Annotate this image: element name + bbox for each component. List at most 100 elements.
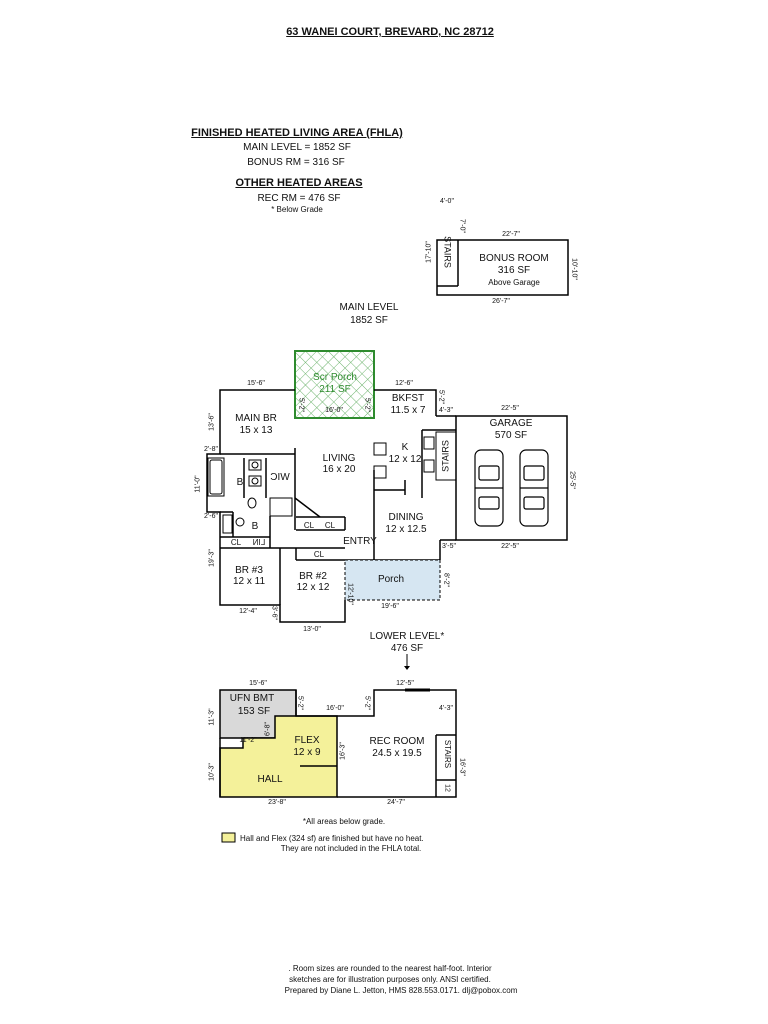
lower-level-title: LOWER LEVEL* bbox=[369, 631, 445, 642]
dim-22-5-top: 22'-5" bbox=[501, 405, 519, 412]
dim-16-0: 16'-0" bbox=[325, 407, 343, 414]
lower-dim-4-3: 4'-3" bbox=[439, 705, 453, 712]
fhla-bonus-rm: BONUS RM = 316 SF bbox=[247, 157, 345, 168]
bonus-room-area: 316 SF bbox=[497, 265, 531, 276]
lower-level-outline bbox=[219, 688, 457, 798]
lower-dim-15-6: 15'-6" bbox=[249, 680, 267, 687]
garage-stairs-label: STAIRS bbox=[440, 440, 451, 472]
footer-line-2: sketches are for illustration purposes o… bbox=[289, 975, 491, 984]
br3-name: BR #3 bbox=[235, 565, 263, 576]
ufn-area: 153 SF bbox=[237, 706, 271, 717]
wic-label: WIC bbox=[270, 472, 290, 483]
lower-dim-6-8: 6'-8" bbox=[264, 722, 272, 736]
entry-label: ENTRY bbox=[343, 536, 377, 547]
main-br-size: 15 x 13 bbox=[239, 425, 273, 436]
lower-level-area: 476 SF bbox=[390, 643, 424, 654]
garage-name: GARAGE bbox=[489, 418, 533, 429]
footer-line-1: . Room sizes are rounded to the nearest … bbox=[288, 964, 492, 973]
below-grade-note: * Below Grade bbox=[271, 205, 323, 214]
address-title: 63 WANEI COURT, BREVARD, NC 28712 bbox=[286, 26, 494, 38]
front-porch-shape bbox=[344, 559, 441, 601]
lower-dim-5-2b: 5'-2" bbox=[363, 696, 371, 710]
rec-room-size: 24.5 x 19.5 bbox=[372, 748, 422, 759]
dim-13-6: 13'-6" bbox=[208, 413, 216, 431]
flex-name: FLEX bbox=[294, 735, 320, 746]
bonus-dim-top: 22'-7" bbox=[502, 231, 520, 238]
lower-dim-12-5: 12'-5" bbox=[396, 680, 414, 687]
dim-12-4: 12'-4" bbox=[239, 608, 257, 615]
other-heated-heading: OTHER HEATED AREAS bbox=[235, 177, 363, 189]
legend-line-1: Hall and Flex (324 sf) are finished but … bbox=[240, 834, 424, 843]
br3-size: 12 x 11 bbox=[232, 576, 266, 587]
scr-porch-area: 211 SF bbox=[319, 384, 351, 395]
garage-stairs bbox=[435, 431, 457, 481]
dim-19-6: 19'-6" bbox=[381, 603, 399, 610]
cl3-label: CL bbox=[230, 538, 242, 547]
kitchen-name: K bbox=[401, 442, 409, 453]
screened-porch-shape bbox=[294, 350, 375, 419]
lower-dim-16-3b: 16'-3" bbox=[458, 758, 466, 776]
dim-2-6: 2'-6" bbox=[204, 513, 218, 520]
rec-rm-area: REC RM = 476 SF bbox=[257, 193, 341, 204]
bonus-dim-bottom: 26'-7" bbox=[492, 298, 510, 305]
br2-name: BR #2 bbox=[299, 571, 327, 582]
dim-12-10: 12'-10" bbox=[346, 583, 354, 605]
lower-dim-11-2: 11'-2" bbox=[239, 737, 257, 744]
dim-4-3: 4'-3" bbox=[439, 407, 453, 414]
dim-11-0: 11'-0" bbox=[194, 475, 202, 493]
legend-line-2: They are not included in the FHLA total. bbox=[280, 844, 422, 853]
footer-line-3: Prepared by Diane L. Jetton, HMS 828.553… bbox=[284, 986, 518, 995]
lin-label: LIN bbox=[252, 538, 266, 547]
bkfst-size: 11.5 x 7 bbox=[390, 405, 426, 416]
lower-dim-16-3a: 16'-3" bbox=[339, 742, 347, 760]
dim-5-2a: 5'-2" bbox=[297, 398, 305, 412]
dim-5-2b: 5'-2" bbox=[363, 398, 371, 412]
bonus-dim-right: 10'-10" bbox=[570, 258, 578, 280]
legend-swatch bbox=[221, 832, 236, 843]
lower-dim-12: 12 bbox=[443, 784, 451, 792]
bonus-room-name: BONUS ROOM bbox=[479, 253, 549, 264]
cl2-label: CL bbox=[324, 521, 336, 530]
main-level-title: MAIN LEVEL bbox=[339, 302, 399, 313]
dim-2-8: 2'-8" bbox=[204, 446, 218, 453]
bonus-room-note: Above Garage bbox=[488, 278, 540, 287]
dim-3-6: 3'-6" bbox=[270, 606, 278, 620]
br2-size: 12 x 12 bbox=[296, 582, 330, 593]
all-below-grade-note: *All areas below grade. bbox=[302, 817, 386, 826]
lower-dim-16-0: 16'-0" bbox=[326, 705, 344, 712]
lower-dim-23-8: 23'-8" bbox=[268, 799, 286, 806]
main-br-name: MAIN BR bbox=[235, 413, 277, 424]
lower-dim-11-3: 11'-3" bbox=[208, 708, 216, 726]
dining-size: 12 x 12.5 bbox=[385, 524, 427, 535]
garage-area: 570 SF bbox=[494, 430, 528, 441]
rec-room-name: REC ROOM bbox=[369, 736, 425, 747]
dim-12-6: 12'-6" bbox=[395, 380, 413, 387]
dim-15-6: 15'-6" bbox=[247, 380, 265, 387]
main-level-area: 1852 SF bbox=[350, 315, 388, 326]
dining-name: DINING bbox=[388, 512, 424, 523]
dim-19-3: 19'-3" bbox=[208, 549, 216, 567]
flex-size: 12 x 9 bbox=[293, 747, 321, 758]
dim-13-0: 13'-0" bbox=[303, 626, 321, 633]
car-icons bbox=[474, 449, 549, 527]
bonus-room-outline bbox=[436, 239, 569, 296]
living-size: 16 x 20 bbox=[322, 464, 356, 475]
kitchen-size: 12 x 12 bbox=[388, 454, 422, 465]
fhla-main-level: MAIN LEVEL = 1852 SF bbox=[243, 142, 351, 153]
bonus-dim-left: 17'-10" bbox=[425, 241, 433, 263]
cl4-label: CL bbox=[313, 550, 325, 559]
cl1-label: CL bbox=[303, 521, 315, 530]
dim-3-5: 3'-5" bbox=[442, 543, 456, 550]
ufn-name: UFN BMT bbox=[229, 693, 275, 704]
bkfst-name: BKFST bbox=[391, 393, 425, 404]
bonus-dim-left-small: 7'-0" bbox=[458, 219, 466, 233]
bonus-stairs-label: STAIRS bbox=[442, 236, 453, 268]
lower-dim-24-7: 24'-7" bbox=[387, 799, 405, 806]
lower-level-arrowhead bbox=[404, 666, 410, 670]
lower-dim-10-3: 10'-3" bbox=[208, 763, 216, 781]
porch-label: Porch bbox=[377, 574, 405, 585]
bath1-label: B bbox=[236, 477, 244, 488]
bonus-dim-top-left: 4'-0" bbox=[440, 198, 454, 205]
hall-label: HALL bbox=[257, 774, 283, 785]
